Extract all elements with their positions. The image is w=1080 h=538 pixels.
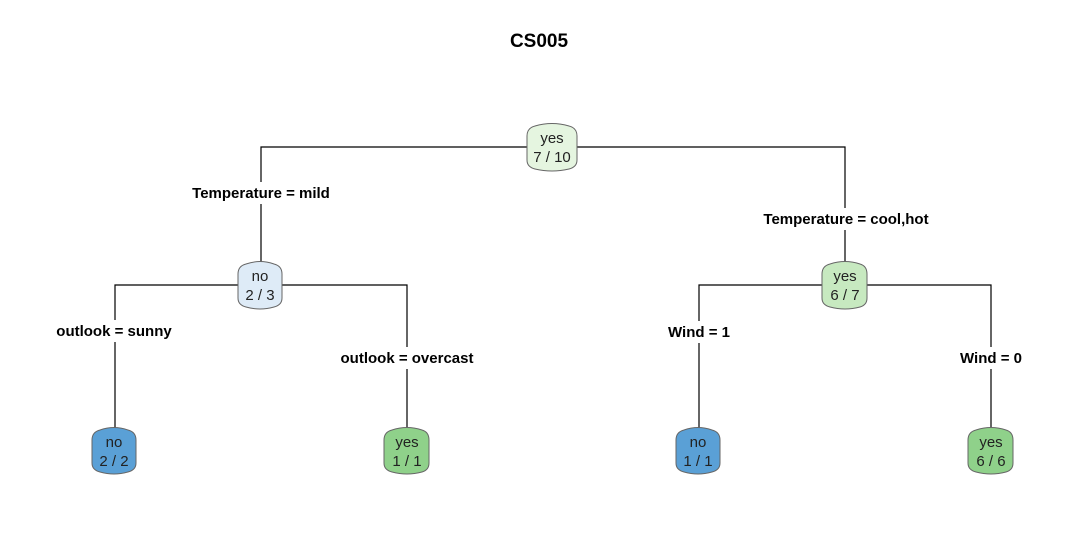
- tree-leaf-left-left: no 2 / 2: [91, 427, 137, 475]
- split-labels: Temperature = mild Temperature = cool,ho…: [50, 182, 1027, 369]
- split-label-right-right: Wind = 0: [955, 347, 1027, 369]
- split-text: Temperature = cool,hot: [763, 211, 928, 228]
- node-counts: 6 / 6: [976, 453, 1005, 470]
- split-text: Temperature = mild: [192, 185, 330, 202]
- diagram-title: CS005: [510, 31, 569, 52]
- split-label-left-left: outlook = sunny: [50, 320, 178, 342]
- tree-node-right: yes 6 / 7: [821, 261, 868, 310]
- node-counts: 6 / 7: [830, 287, 859, 304]
- split-label-root-right: Temperature = cool,hot: [755, 208, 937, 230]
- tree-leaf-left-right: yes 1 / 1: [383, 427, 430, 475]
- node-class-label: no: [252, 268, 269, 285]
- split-text: Wind = 1: [668, 324, 730, 341]
- node-counts: 2 / 3: [245, 287, 274, 304]
- tree-nodes: yes 7 / 10 no 2 / 3 yes 6 / 7 no 2 / 2 y: [91, 123, 1014, 475]
- node-counts: 1 / 1: [683, 453, 712, 470]
- split-label-root-left: Temperature = mild: [185, 182, 337, 204]
- node-class-label: yes: [540, 130, 563, 147]
- split-label-right-left: Wind = 1: [663, 321, 735, 343]
- node-class-label: yes: [979, 434, 1002, 451]
- split-text: outlook = overcast: [341, 350, 474, 367]
- node-class-label: yes: [395, 434, 418, 451]
- node-counts: 7 / 10: [533, 149, 571, 166]
- tree-node-root: yes 7 / 10: [526, 123, 578, 172]
- node-class-label: no: [690, 434, 707, 451]
- split-label-left-right: outlook = overcast: [333, 347, 481, 369]
- tree-leaf-right-right: yes 6 / 6: [967, 427, 1014, 475]
- node-class-label: yes: [833, 268, 856, 285]
- split-text: outlook = sunny: [56, 323, 172, 340]
- node-counts: 1 / 1: [392, 453, 421, 470]
- node-class-label: no: [106, 434, 123, 451]
- tree-node-left: no 2 / 3: [237, 261, 283, 310]
- split-text: Wind = 0: [960, 350, 1022, 367]
- node-counts: 2 / 2: [99, 453, 128, 470]
- tree-leaf-right-left: no 1 / 1: [675, 427, 721, 475]
